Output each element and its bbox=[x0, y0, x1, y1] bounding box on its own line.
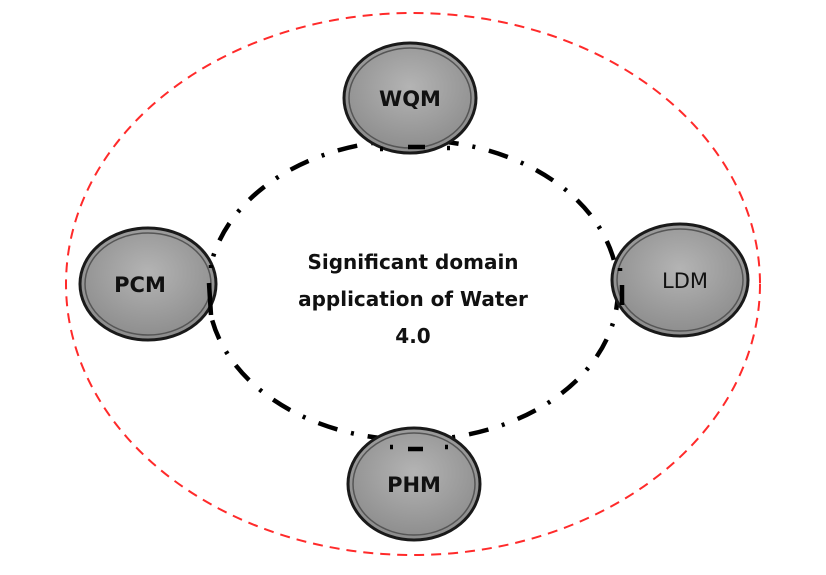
center-title-line-1: Significant domain bbox=[307, 250, 518, 274]
node-ldm-shape bbox=[610, 222, 750, 338]
node-wqm-label: WQM bbox=[379, 87, 441, 111]
node-wqm: WQM bbox=[342, 41, 478, 155]
node-pcm: PCM bbox=[78, 226, 218, 342]
node-ldm: LDM bbox=[610, 222, 750, 338]
cycle-overlay-fragments bbox=[206, 144, 625, 452]
node-pcm-shape bbox=[78, 226, 218, 342]
node-ldm-inner-ring bbox=[616, 228, 744, 332]
node-ldm-label: LDM bbox=[662, 269, 708, 293]
cycle-fragment-top bbox=[380, 144, 450, 152]
node-pcm-label: PCM bbox=[114, 273, 166, 297]
node-phm: PHM bbox=[346, 426, 482, 542]
node-phm-label: PHM bbox=[387, 473, 441, 497]
cycle-fragment-left bbox=[206, 265, 214, 316]
cycle-fragment-bottom bbox=[390, 444, 448, 452]
center-title-line-3: 4.0 bbox=[395, 324, 430, 348]
center-title-line-2: application of Water bbox=[298, 287, 528, 311]
node-phm-shape bbox=[346, 426, 482, 542]
node-phm-inner-ring bbox=[352, 432, 476, 536]
domain-boundary-ellipse bbox=[65, 12, 761, 556]
center-title: Significant domain application of Water … bbox=[298, 250, 528, 348]
node-wqm-shape bbox=[342, 41, 478, 155]
cycle-fragment-right bbox=[617, 268, 625, 305]
